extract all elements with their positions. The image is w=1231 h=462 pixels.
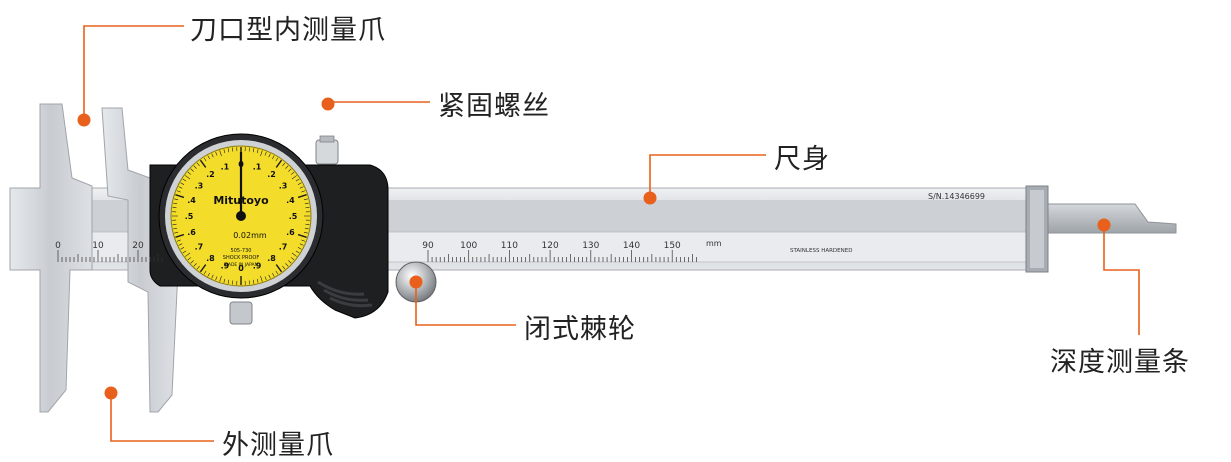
dial-number: .1 [253,163,262,172]
dial-number: .8 [206,254,215,263]
callout-dot-lock-screw [322,98,335,111]
callout-dot-thumb-roller [410,276,423,289]
dial-number: .1 [221,163,230,172]
dial-number: .3 [195,181,204,190]
dial-number: .3 [279,181,288,190]
dial-number: .2 [206,170,215,179]
label-beam: 尺身 [774,137,830,176]
scale-number: 130 [582,241,599,251]
label-thumb-roller: 闭式棘轮 [524,307,636,346]
callout-dot-outer-jaw [105,387,118,400]
dial-number: .4 [286,196,295,205]
scale-number: 120 [542,241,559,251]
material-mark: STAINLESS HARDENED [790,248,852,254]
dial-number: .5 [289,212,298,221]
serial-number: S/N.14346699 [928,192,985,201]
dial-origin: MADE IN JAPAN [224,262,258,268]
callout-line-inner-jaw [84,26,184,120]
dial-resolution: 0.02mm [233,231,267,240]
dial-number: .8 [267,254,276,263]
dial-number: .7 [195,243,204,252]
scale-number: 10 [92,241,104,251]
dial-number: .2 [267,170,276,179]
scale-number: 0 [55,241,61,251]
dial-model: 505-730 [231,248,252,254]
callout-line-depth-rod [1104,225,1139,335]
callout-dot-depth-rod [1098,219,1111,232]
label-outer-jaw: 外测量爪 [222,423,334,462]
scale-number: 110 [501,241,518,251]
scale-number: 100 [460,241,477,251]
callout-dot-inner-jaw [78,114,91,127]
scale-number: 20 [132,241,144,251]
dial-shock: SHOCK PROOF [223,255,260,261]
dial-number: .7 [279,243,288,252]
dial-number: .5 [185,212,194,221]
scale-number: 90 [422,241,434,251]
scale-unit: mm [706,239,722,248]
label-inner-jaw: 刀口型内测量爪 [190,8,386,47]
lock-screw-icon [316,140,338,164]
callout-line-lock-screw [328,102,430,104]
dial-number: .6 [187,228,196,237]
callout-dot-beam [644,192,657,205]
dial-number: .6 [286,228,295,237]
label-lock-screw: 紧固螺丝 [438,84,550,123]
scale-number: 140 [623,241,640,251]
dial-gauge: 0.1.2.3.4.5.6.7.8.90.9.8.7.6.5.4.3.2.1 M… [159,134,323,298]
label-depth-rod: 深度测量条 [1050,340,1190,379]
dial-number: .4 [187,196,196,205]
fixed-jaw [10,104,92,412]
scale-number: 150 [664,241,681,251]
dial-bezel-knob [230,302,252,324]
